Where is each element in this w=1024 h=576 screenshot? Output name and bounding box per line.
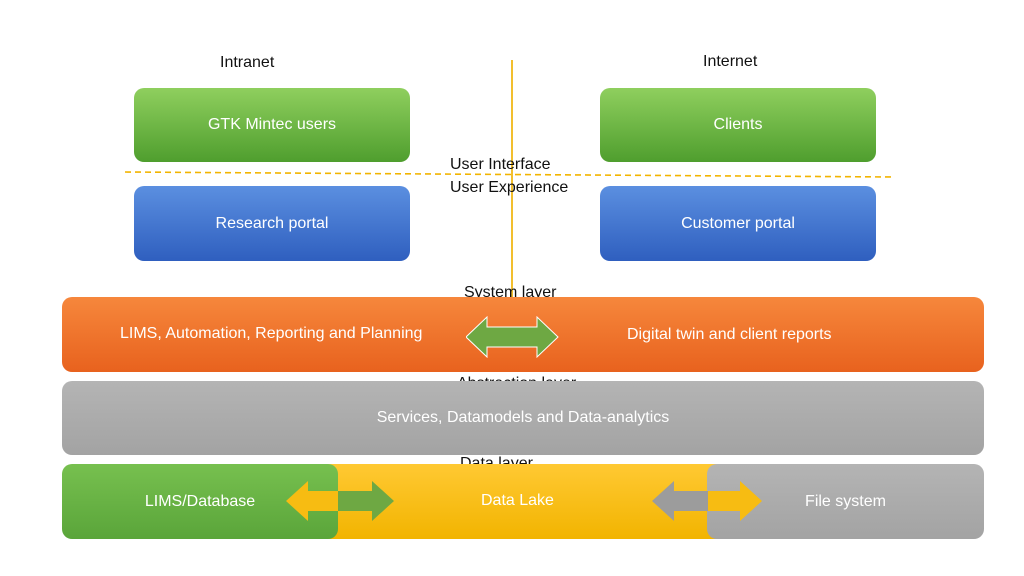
customer-portal-label: Customer portal: [681, 214, 795, 232]
user-experience-label: User Experience: [450, 179, 569, 196]
system-double-arrow-icon: [466, 316, 559, 358]
intranet-label: Intranet: [220, 54, 275, 71]
system-layer-label: System layer: [464, 284, 557, 301]
clients-box: Clients: [600, 88, 876, 162]
system-right-label: Digital twin and client reports: [627, 326, 832, 343]
gtk-mintec-users-label: GTK Mintec users: [207, 116, 337, 133]
customer-portal-box: Customer portal: [600, 186, 876, 261]
research-portal-label: Research portal: [215, 214, 329, 232]
lake-filesystem-arrow-icon: [652, 481, 762, 521]
lims-database-label: LIMS/Database: [144, 492, 256, 510]
abstraction-layer-content: Services, Datamodels and Data-analytics: [376, 409, 670, 426]
research-portal-box: Research portal: [134, 186, 410, 261]
data-lake-label: Data Lake: [481, 492, 554, 509]
internet-label: Internet: [703, 53, 758, 70]
intranet-internet-divider: [511, 60, 513, 320]
user-interface-label: User Interface: [450, 156, 551, 173]
clients-label: Clients: [713, 116, 763, 133]
abstraction-layer-bar: Services, Datamodels and Data-analytics: [62, 381, 984, 455]
file-system-label: File system: [805, 492, 886, 510]
database-lake-arrow-icon: [286, 481, 394, 521]
gtk-mintec-users-box: GTK Mintec users: [134, 88, 410, 162]
system-left-label: LIMS, Automation, Reporting and Planning: [120, 325, 423, 342]
